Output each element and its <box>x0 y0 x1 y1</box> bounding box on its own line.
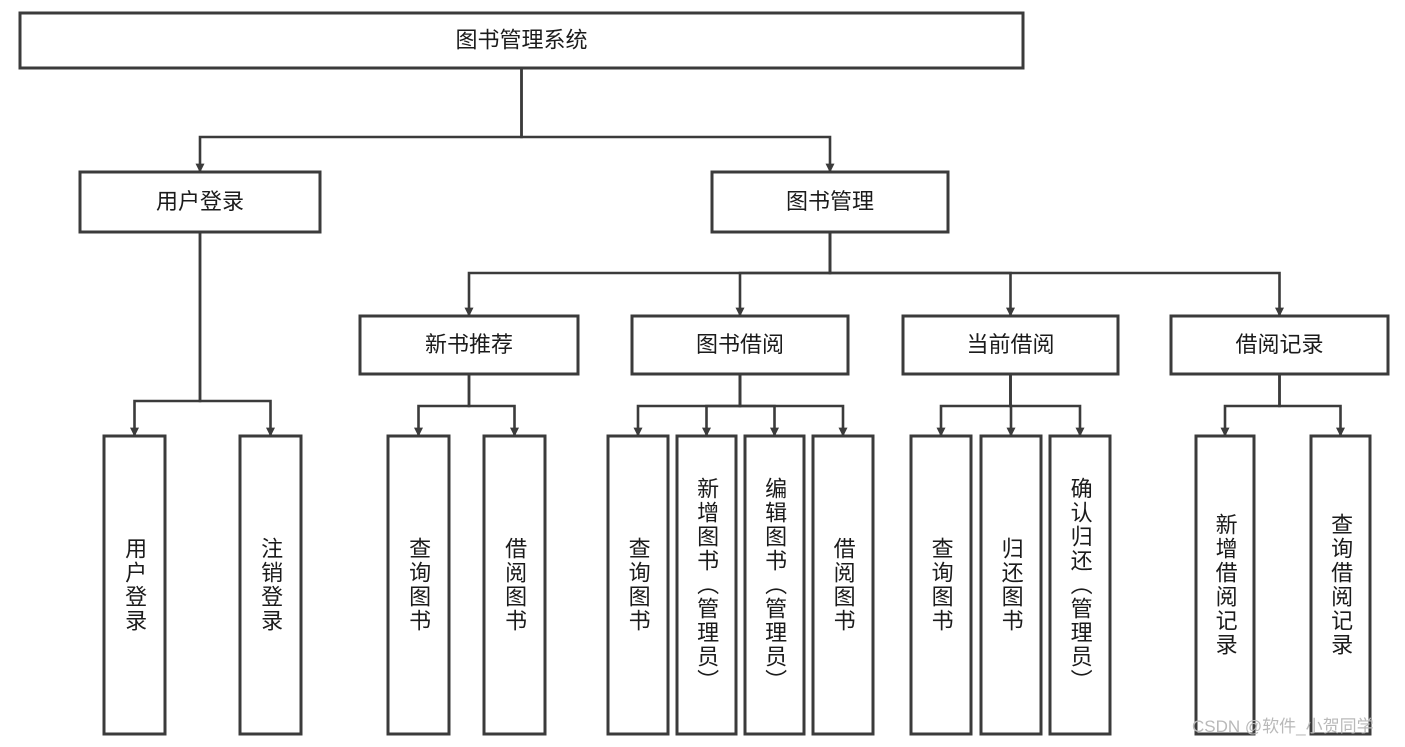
node-box-l1b[interactable] <box>710 170 950 234</box>
node-n7[interactable] <box>743 434 806 736</box>
connector-l2b-to-n6 <box>702 374 742 437</box>
node-box-l1a[interactable] <box>78 170 322 234</box>
node-box-n11[interactable] <box>1048 434 1112 736</box>
connector-l2d-to-n12 <box>1220 374 1281 437</box>
connector-l2b-to-n7 <box>738 374 779 437</box>
connector-l2a-to-n4 <box>467 374 519 437</box>
node-label-l2d: 借阅记录 <box>1235 332 1323 357</box>
node-n12[interactable] <box>1194 434 1256 736</box>
node-box-n1[interactable] <box>102 434 167 736</box>
node-n8[interactable] <box>811 434 875 736</box>
node-n4[interactable] <box>482 434 547 736</box>
connector-l2d-to-n13 <box>1278 374 1345 437</box>
node-box-n4[interactable] <box>482 434 547 736</box>
node-root[interactable]: 图书管理系统 <box>18 11 1025 70</box>
node-l2b[interactable]: 图书借阅 <box>630 314 850 376</box>
node-box-l2a[interactable] <box>358 314 580 376</box>
node-label-l2b: 图书借阅 <box>696 332 784 357</box>
node-label-root: 图书管理系统 <box>455 27 587 52</box>
node-n10[interactable] <box>979 434 1043 736</box>
node-box-l2c[interactable] <box>901 314 1120 376</box>
node-l2a[interactable]: 新书推荐 <box>358 314 580 376</box>
node-n6[interactable] <box>675 434 738 736</box>
connector-root-to-l1b <box>520 68 835 173</box>
node-box-n6[interactable] <box>675 434 738 736</box>
node-n1[interactable] <box>102 434 167 736</box>
connector-l2b-to-n8 <box>738 374 848 437</box>
node-label-l2a: 新书推荐 <box>425 332 513 357</box>
node-label-l1a: 用户登录 <box>156 189 244 214</box>
node-n2[interactable] <box>238 434 303 736</box>
node-n11[interactable] <box>1048 434 1112 736</box>
node-box-n8[interactable] <box>811 434 875 736</box>
node-box-l2b[interactable] <box>630 314 850 376</box>
node-box-n10[interactable] <box>979 434 1043 736</box>
node-l2c[interactable]: 当前借阅 <box>901 314 1120 376</box>
node-n5[interactable] <box>606 434 670 736</box>
node-box-l2d[interactable] <box>1169 314 1390 376</box>
node-box-n3[interactable] <box>386 434 451 736</box>
connector-l2c-to-n11 <box>1009 374 1085 437</box>
node-l1a[interactable]: 用户登录 <box>78 170 322 234</box>
node-box-n5[interactable] <box>606 434 670 736</box>
connector-l2a-to-n3 <box>414 374 471 437</box>
connector-l1a-to-n2 <box>198 232 275 437</box>
node-box-n9[interactable] <box>909 434 973 736</box>
node-box-n13[interactable] <box>1309 434 1372 736</box>
node-box-n2[interactable] <box>238 434 303 736</box>
connector-l2c-to-n9 <box>936 374 1012 437</box>
node-box-n7[interactable] <box>743 434 806 736</box>
node-l1b[interactable]: 图书管理 <box>710 170 950 234</box>
connector-l1a-to-n1 <box>130 232 202 437</box>
node-n3[interactable] <box>386 434 451 736</box>
node-box-n12[interactable] <box>1194 434 1256 736</box>
connector-lines <box>130 68 1345 437</box>
node-label-l1b: 图书管理 <box>786 189 874 214</box>
connector-l1b-to-l2d <box>828 232 1284 317</box>
node-box-root[interactable] <box>18 11 1025 70</box>
connector-l1b-to-l2b <box>735 232 832 317</box>
node-n13[interactable] <box>1309 434 1372 736</box>
node-l2d[interactable]: 借阅记录 <box>1169 314 1390 376</box>
connector-root-to-l1a <box>195 68 523 173</box>
node-label-l2c: 当前借阅 <box>966 332 1054 357</box>
connector-l2b-to-n5 <box>633 374 742 437</box>
node-n9[interactable] <box>909 434 973 736</box>
